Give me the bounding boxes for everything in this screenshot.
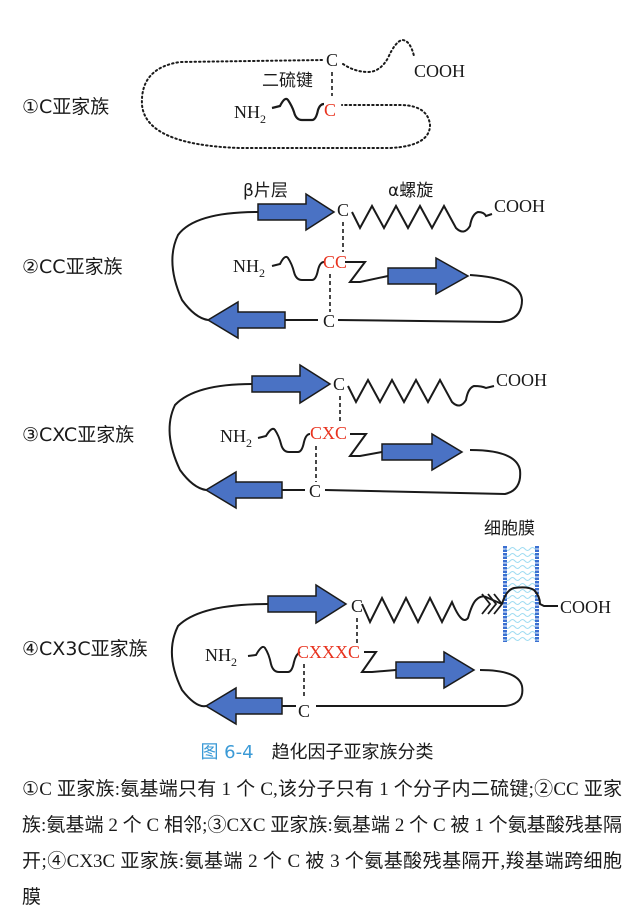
cxxxc-motif: CXXXC bbox=[297, 642, 360, 662]
c-terminus: COOH bbox=[560, 597, 611, 617]
cysteine-top: C bbox=[337, 200, 349, 220]
alpha-helix bbox=[351, 203, 493, 233]
n-terminus: NH2 bbox=[234, 102, 266, 126]
backbone-loop bbox=[171, 211, 259, 321]
cysteine-bottom: C bbox=[324, 100, 336, 120]
beta-strand-arrow bbox=[206, 300, 286, 340]
cell-membrane bbox=[503, 546, 539, 642]
panel-cxc-subfamily: ③CXC亚家族 C COOH NH2 CXC C bbox=[22, 363, 547, 510]
panel-c-subfamily: ①C亚家族 C COOH 二硫键 NH2 C bbox=[22, 38, 465, 149]
panel-label: ②CC亚家族 bbox=[22, 256, 123, 278]
figure-title: 趋化因子亚家族分类 bbox=[271, 742, 434, 763]
cc-motif: CC bbox=[323, 252, 347, 272]
backbone-loop bbox=[168, 383, 253, 491]
c-terminus: COOH bbox=[496, 370, 547, 390]
beta-strand-arrow bbox=[395, 650, 476, 690]
membrane-anchor-chevrons bbox=[481, 593, 504, 615]
n-terminus: NH2 bbox=[233, 256, 265, 280]
n-terminal-chain bbox=[247, 645, 301, 673]
alpha-helix bbox=[347, 377, 495, 407]
n-terminus: NH2 bbox=[220, 426, 252, 450]
dotted-c-tail bbox=[342, 38, 415, 74]
beta-strand-arrow bbox=[387, 256, 470, 296]
linker-zigzag bbox=[345, 261, 389, 283]
figure-number: 图 6-4 bbox=[200, 742, 254, 763]
cysteine-lower: C bbox=[323, 311, 335, 331]
cysteine-lower: C bbox=[309, 481, 321, 501]
beta-strand-arrow bbox=[204, 686, 283, 726]
backbone-bottom bbox=[285, 274, 524, 324]
n-terminal-chain bbox=[271, 97, 325, 122]
cysteine-top: C bbox=[351, 596, 363, 616]
transmembrane-segment bbox=[501, 586, 558, 607]
c-terminus: COOH bbox=[414, 61, 465, 81]
beta-strand-arrow bbox=[267, 583, 348, 625]
panel-cc-subfamily: ②CC亚家族 β片层 α螺旋 C COOH NH2 CC C bbox=[22, 181, 545, 340]
panel-label: ④CX3C亚家族 bbox=[22, 638, 148, 660]
n-terminal-chain bbox=[271, 255, 325, 281]
cysteine-top: C bbox=[326, 50, 338, 70]
alpha-helix bbox=[361, 595, 503, 625]
beta-strand-arrow bbox=[381, 432, 464, 472]
beta-strand-arrow bbox=[251, 363, 332, 405]
figure-description: ①C 亚家族:氨基端只有 1 个 C,该分子只有 1 个分子内二硫键;②CC 亚… bbox=[22, 779, 622, 908]
panel-cx3c-subfamily: ④CX3C亚家族 细胞膜 C COOH NH2 CXXXC C bbox=[22, 519, 611, 726]
beta-strand-arrow bbox=[204, 470, 283, 510]
n-terminus: NH2 bbox=[205, 645, 237, 669]
cysteine-lower: C bbox=[298, 701, 310, 721]
disulfide-label: 二硫键 bbox=[262, 71, 313, 91]
cysteine-top: C bbox=[333, 374, 345, 394]
linker-zigzag bbox=[360, 651, 397, 673]
n-terminal-chain bbox=[257, 427, 311, 453]
chemokine-subfamily-diagram: ①C亚家族 C COOH 二硫键 NH2 C ②CC亚家族 β片层 α螺旋 C … bbox=[22, 38, 611, 726]
beta-strand-arrow bbox=[257, 192, 336, 232]
c-terminus: COOH bbox=[494, 196, 545, 216]
backbone-bottom bbox=[282, 449, 522, 496]
backbone-bottom bbox=[282, 669, 524, 707]
membrane-label: 细胞膜 bbox=[484, 519, 535, 539]
dotted-backbone-loop bbox=[140, 59, 432, 149]
panel-label: ①C亚家族 bbox=[22, 96, 109, 118]
beta-sheet-label: β片层 bbox=[243, 181, 288, 201]
cxc-motif: CXC bbox=[310, 423, 347, 443]
alpha-helix-label: α螺旋 bbox=[388, 181, 433, 201]
linker-zigzag bbox=[348, 433, 383, 457]
figure-caption: 图 6-4 趋化因子亚家族分类 bbox=[0, 738, 634, 764]
backbone-loop bbox=[170, 603, 269, 708]
panel-label: ③CXC亚家族 bbox=[22, 424, 134, 446]
